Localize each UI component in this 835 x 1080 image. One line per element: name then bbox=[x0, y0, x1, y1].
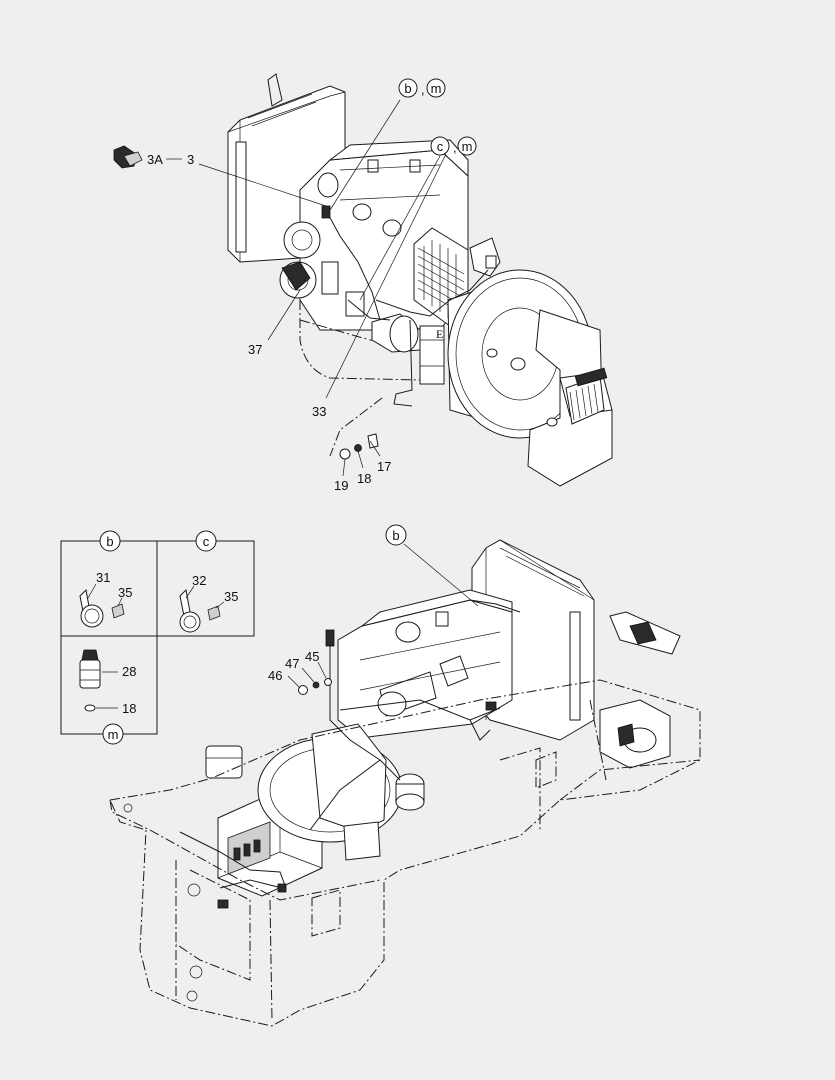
callout-m-label-2: m bbox=[462, 139, 473, 154]
detail-m-part-18: 18 bbox=[122, 701, 136, 716]
detail-b-label: b bbox=[106, 534, 113, 549]
callout-c-m-top: c , m bbox=[430, 136, 477, 156]
callout-b-m-top: b , m bbox=[398, 78, 446, 98]
detail-b: b 31 35 bbox=[79, 530, 132, 628]
top-engine-assembly bbox=[227, 73, 613, 487]
detail-m: m 28 18 bbox=[79, 649, 136, 745]
callout-sep-1: , bbox=[421, 82, 425, 97]
part-label-17: 17 bbox=[377, 459, 391, 474]
part-label-3a: 3A bbox=[147, 152, 163, 167]
connector-part-3a bbox=[113, 145, 143, 169]
part-label-45: 45 bbox=[305, 649, 319, 664]
marker-e: E bbox=[436, 327, 443, 341]
part-label-18: 18 bbox=[357, 471, 371, 486]
callout-b-lower: b bbox=[385, 524, 407, 546]
top-leader-lines bbox=[166, 99, 447, 399]
callout-sep-2: , bbox=[453, 140, 457, 155]
part-label-46: 46 bbox=[268, 668, 282, 683]
lower-frame-assembly bbox=[109, 539, 701, 1027]
part-label-3: 3 bbox=[187, 152, 194, 167]
detail-c-part-32: 32 bbox=[192, 573, 206, 588]
part-label-33: 33 bbox=[312, 404, 326, 419]
callout-b-lower-label: b bbox=[392, 528, 399, 543]
part-label-37: 37 bbox=[248, 342, 262, 357]
callout-c-label: c bbox=[437, 139, 444, 154]
callout-b-label: b bbox=[404, 81, 411, 96]
detail-c-part-35: 35 bbox=[224, 589, 238, 604]
detail-c-label: c bbox=[203, 534, 210, 549]
part-label-19: 19 bbox=[334, 478, 348, 493]
detail-b-part-31: 31 bbox=[96, 570, 110, 585]
part-label-47: 47 bbox=[285, 656, 299, 671]
detail-c: c 32 35 bbox=[179, 530, 238, 633]
callout-m-label-1: m bbox=[431, 81, 442, 96]
detail-box: b 31 35 c 32 35 m bbox=[60, 530, 255, 745]
detail-b-part-35: 35 bbox=[118, 585, 132, 600]
detail-m-part-28: 28 bbox=[122, 664, 136, 679]
detail-m-label: m bbox=[108, 727, 119, 742]
fasteners-17-18-19 bbox=[339, 433, 381, 477]
lower-leader-lines bbox=[287, 543, 479, 689]
